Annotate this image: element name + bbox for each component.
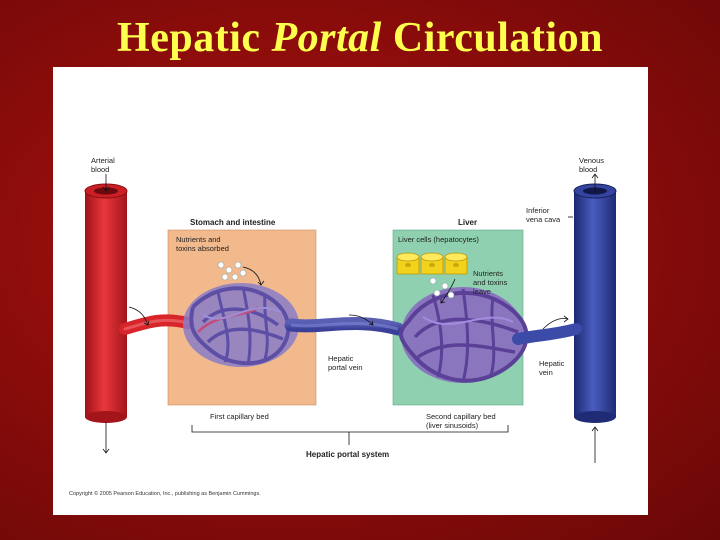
second-capillary-bed — [399, 287, 529, 383]
hepatic-portal-vein-label-2: portal vein — [328, 363, 363, 372]
hepatic-portal-diagram: Arterial blood Venous blood Stomach and … — [69, 156, 617, 497]
hepatic-portal-system-label: Hepatic portal system — [306, 450, 389, 459]
hepatic-portal-vein-label-1: Hepatic — [328, 354, 354, 363]
title-prefix: Hepatic — [117, 15, 272, 61]
hepatic-vein-label-2: vein — [539, 368, 553, 377]
nutrient-dots-absorbed — [217, 261, 247, 281]
second-capillary-bed-label-2: (liver sinusoids) — [426, 421, 479, 430]
first-capillary-bed — [183, 283, 299, 367]
nutrients-leave-label-1: Nutrients — [473, 269, 503, 278]
hepatocytes — [396, 252, 468, 275]
ivc-label-2: vena cava — [526, 215, 561, 224]
first-capillary-bed-label: First capillary bed — [210, 412, 269, 421]
title-italic: Portal — [271, 15, 382, 61]
artery-vessel — [84, 183, 128, 423]
slide-title: Hepatic Portal Circulation — [0, 14, 720, 62]
stomach-intestine-label: Stomach and intestine — [190, 218, 276, 227]
hepatic-vein — [512, 323, 582, 345]
arterial-blood-label-2: blood — [91, 165, 109, 174]
nutrient-dots-leave — [429, 277, 455, 299]
venous-blood-label-1: Venous — [579, 156, 604, 165]
diagram-labels: Arterial blood Venous blood Stomach and … — [69, 156, 604, 497]
arterial-blood-label-1: Arterial — [91, 156, 115, 165]
vein-vessel — [573, 183, 617, 423]
nutrients-leave-label-2: and toxins — [473, 278, 507, 287]
nutrients-absorbed-label-2: toxins absorbed — [176, 244, 229, 253]
flow-arrows — [102, 173, 599, 463]
liver-label: Liver — [458, 218, 477, 227]
venous-blood-label-2: blood — [579, 165, 597, 174]
hepatic-vein-label-1: Hepatic — [539, 359, 565, 368]
copyright-text: Copyright © 2005 Pearson Education, Inc.… — [69, 490, 261, 497]
nutrients-leave-label-3: leave — [473, 287, 491, 296]
second-capillary-bed-label-1: Second capillary bed — [426, 412, 496, 421]
nutrients-absorbed-label-1: Nutrients and — [176, 235, 221, 244]
liver-cells-label: Liver cells (hepatocytes) — [398, 235, 479, 244]
ivc-label-1: Inferior — [526, 206, 550, 215]
portal-system-bracket — [191, 425, 509, 445]
diagram-panel: Arterial blood Venous blood Stomach and … — [53, 67, 648, 515]
title-suffix: Circulation — [381, 15, 603, 61]
